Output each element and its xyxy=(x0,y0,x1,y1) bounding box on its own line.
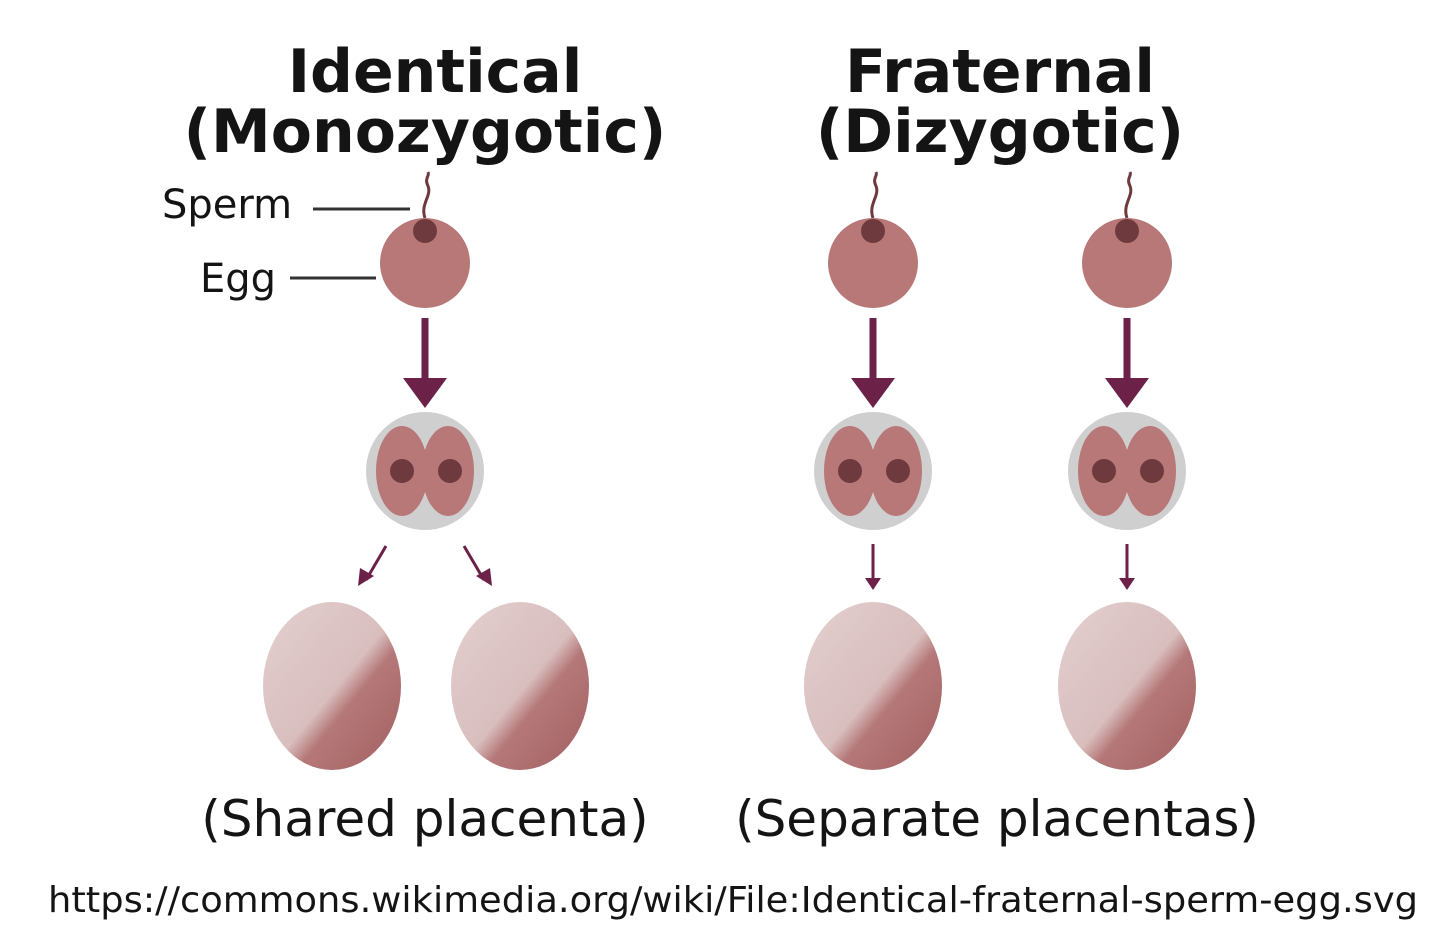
fraternal-fertilized-egg-1 xyxy=(828,171,918,308)
sperm-head-icon xyxy=(1115,219,1139,243)
fraternal-fertilized-egg-2 xyxy=(1082,171,1172,308)
identical-zygote-split xyxy=(366,412,484,530)
nucleus-right-icon xyxy=(886,459,910,483)
sperm-tail-icon xyxy=(422,171,431,219)
fraternal-title-line2: (Dizygotic) xyxy=(816,97,1184,167)
fraternal-placenta-1-icon xyxy=(804,602,942,770)
nucleus-left-icon xyxy=(1092,459,1116,483)
sperm-head-icon xyxy=(861,219,885,243)
egg-icon xyxy=(1082,218,1172,308)
fraternal-placenta-2-icon xyxy=(1058,602,1196,770)
identical-arrow-down xyxy=(403,318,447,408)
identical-placenta-left-icon xyxy=(263,602,401,770)
egg-icon xyxy=(380,218,470,308)
source-url: https://commons.wikimedia.org/wiki/File:… xyxy=(48,880,1418,921)
egg-label: Egg xyxy=(200,256,276,302)
identical-title-line1: Identical xyxy=(288,37,583,107)
identical-title-line2: (Monozygotic) xyxy=(184,97,667,167)
nucleus-right-icon xyxy=(1140,459,1164,483)
sperm-label: Sperm xyxy=(162,182,292,228)
fraternal-zygote-2 xyxy=(1068,412,1186,530)
fraternal-small-arrow-2 xyxy=(1119,544,1135,590)
fraternal-small-arrow-1 xyxy=(865,544,881,590)
identical-title: Identical (Monozygotic) xyxy=(184,37,667,167)
identical-caption: (Shared placenta) xyxy=(201,790,648,848)
fraternal-arrow-down-1 xyxy=(851,318,895,408)
egg-icon xyxy=(828,218,918,308)
fraternal-caption: (Separate placentas) xyxy=(735,790,1259,848)
fraternal-zygote-1 xyxy=(814,412,932,530)
nucleus-left-icon xyxy=(390,459,414,483)
sperm-tail-icon xyxy=(870,171,879,219)
identical-fertilized-egg xyxy=(380,171,470,308)
sperm-tail-icon xyxy=(1124,171,1133,219)
fraternal-arrow-down-2 xyxy=(1105,318,1149,408)
identical-placenta-right-icon xyxy=(451,602,589,770)
nucleus-left-icon xyxy=(838,459,862,483)
fraternal-title-line1: Fraternal xyxy=(845,37,1155,107)
identical-split-arrows xyxy=(358,545,492,586)
nucleus-right-icon xyxy=(438,459,462,483)
fraternal-title: Fraternal (Dizygotic) xyxy=(816,37,1184,167)
sperm-head-icon xyxy=(413,219,437,243)
